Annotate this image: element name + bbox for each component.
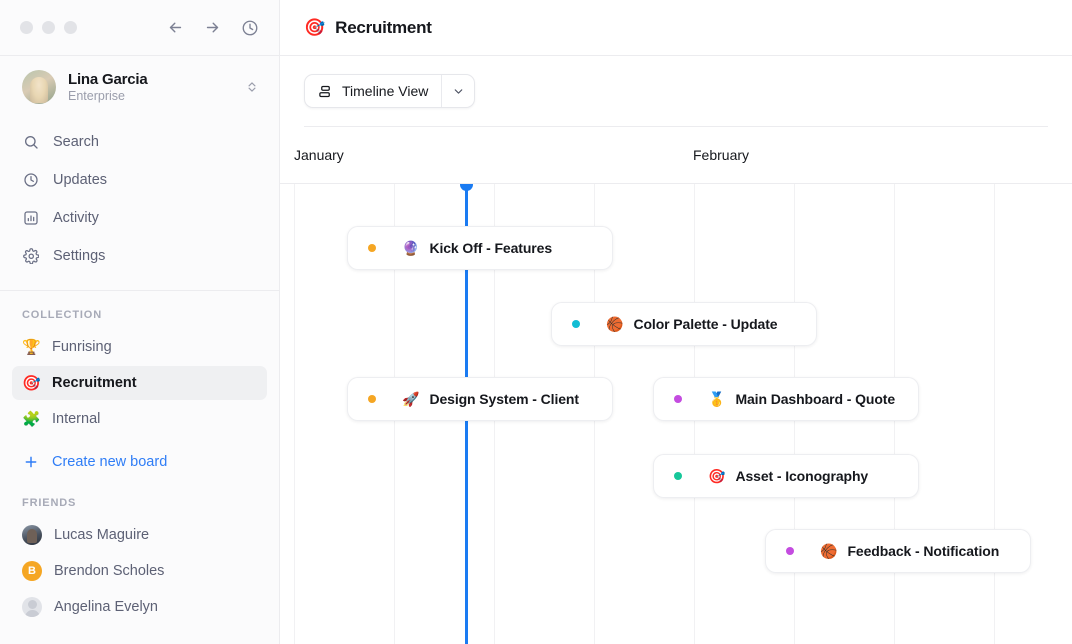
status-dot (368, 244, 376, 252)
account-plan: Enterprise (68, 89, 125, 103)
friends-section-title: FRIENDS (22, 497, 77, 509)
timeline-month-header: January February (280, 127, 1072, 183)
timeline-grid: 🔮 Kick Off - Features 🏀 Color Palette - … (280, 183, 1072, 644)
status-dot (368, 395, 376, 403)
friend-name: Angelina Evelyn (54, 599, 158, 615)
sidebar-item-activity[interactable]: Activity (12, 200, 267, 236)
month-label-january: January (294, 147, 344, 163)
sidebar-item-label: Updates (53, 172, 108, 188)
timeline-card[interactable]: 🎯 Asset - Iconography (653, 454, 919, 498)
medal-emoji: 🥇 (708, 391, 726, 407)
dart-emoji: 🎯 (22, 374, 41, 392)
account-name: Lina Garcia (68, 71, 148, 88)
timeline-card-label: Asset - Iconography (735, 468, 869, 484)
avatar-initial: B (22, 561, 42, 581)
board-header: 🎯 Recruitment (280, 0, 1072, 56)
board-label: Funrising (52, 339, 112, 355)
timeline-card-label: Feedback - Notification (847, 543, 1000, 559)
page-title: Recruitment (335, 17, 432, 37)
status-dot (674, 472, 682, 480)
create-new-board-button[interactable]: Create new board (12, 445, 267, 479)
board-label: Internal (52, 411, 101, 427)
clock-icon[interactable] (241, 19, 259, 37)
friend-name: Lucas Maguire (54, 527, 150, 543)
chevron-down-icon[interactable] (441, 75, 474, 107)
status-dot (674, 395, 682, 403)
timeline-card[interactable]: 🏀 Feedback - Notification (765, 529, 1031, 573)
gridline (294, 184, 295, 644)
friend-item-lucas-maguire[interactable]: Lucas Maguire (12, 518, 267, 552)
stacked-rows-icon (318, 84, 333, 99)
view-selector[interactable]: Timeline View (304, 74, 476, 108)
window-minimize-button[interactable] (42, 21, 55, 34)
status-dot (786, 547, 794, 555)
timeline-card[interactable]: 🏀 Color Palette - Update (551, 302, 817, 346)
sidebar-divider (0, 290, 279, 291)
timeline-card[interactable]: 🔮 Kick Off - Features (347, 226, 613, 270)
friend-item-brendon-scholes[interactable]: B Brendon Scholes (12, 554, 267, 588)
timeline-card-label: Kick Off - Features (429, 240, 553, 256)
avatar (22, 525, 42, 545)
traffic-lights[interactable] (20, 21, 77, 34)
toolbar-divider (304, 126, 1048, 127)
sidebar-item-updates[interactable]: Updates (12, 162, 267, 198)
dart-emoji: 🎯 (708, 468, 726, 484)
account-switcher[interactable]: Lina Garcia Enterprise (0, 56, 279, 120)
arrow-left-icon[interactable] (167, 19, 184, 36)
chevron-up-down-icon[interactable] (245, 78, 259, 96)
sidebar-item-internal[interactable]: 🧩 Internal (12, 402, 267, 436)
timeline-card-label: Design System - Client (429, 391, 579, 407)
friend-name: Brendon Scholes (54, 563, 165, 579)
rocket-emoji: 🚀 (402, 391, 420, 407)
avatar-placeholder (22, 597, 42, 617)
search-icon (22, 133, 40, 151)
gridline (994, 184, 995, 644)
avatar (22, 70, 56, 104)
basketball-emoji: 🏀 (820, 543, 838, 559)
month-label-february: February (693, 147, 750, 163)
crystal-ball-emoji: 🔮 (402, 240, 420, 256)
today-marker-dot[interactable] (460, 184, 473, 191)
collection-section-title: COLLECTION (22, 309, 102, 321)
gear-icon (22, 247, 40, 265)
timeline-card[interactable]: 🚀 Design System - Client (347, 377, 613, 421)
window-title-bar (0, 0, 279, 56)
sidebar-item-recruitment[interactable]: 🎯 Recruitment (12, 366, 267, 400)
toolbar: Timeline View (280, 56, 1072, 126)
timeline-card[interactable]: 🥇 Main Dashboard - Quote (653, 377, 919, 421)
timeline-card-label: Color Palette - Update (633, 316, 778, 332)
sidebar-item-label: Settings (53, 248, 106, 264)
sidebar-item-settings[interactable]: Settings (12, 238, 267, 274)
timeline-card-label: Main Dashboard - Quote (735, 391, 896, 407)
plus-icon (22, 454, 40, 470)
create-new-board-label: Create new board (52, 454, 168, 470)
arrow-right-icon[interactable] (204, 19, 221, 36)
primary-nav: Search Updates Activity Settings (0, 120, 279, 274)
bar-chart-icon (22, 209, 40, 227)
dart-emoji: 🎯 (304, 17, 326, 37)
status-dot (572, 320, 580, 328)
clock-icon (22, 171, 40, 189)
main-content: 🎯 Recruitment Timeline View January Febr… (280, 0, 1072, 644)
sidebar-item-label: Activity (53, 210, 99, 226)
window-close-button[interactable] (20, 21, 33, 34)
puzzle-piece-emoji: 🧩 (22, 410, 41, 428)
view-selector-main[interactable]: Timeline View (305, 75, 441, 107)
sidebar-item-label: Search (53, 134, 99, 150)
window-maximize-button[interactable] (64, 21, 77, 34)
board-label: Recruitment (52, 375, 137, 391)
view-selector-label: Timeline View (342, 83, 429, 99)
basketball-emoji: 🏀 (606, 316, 624, 332)
friend-item-angelina-evelyn[interactable]: Angelina Evelyn (12, 590, 267, 624)
trophy-emoji: 🏆 (22, 338, 41, 356)
sidebar-item-search[interactable]: Search (12, 124, 267, 160)
sidebar-item-funrising[interactable]: 🏆 Funrising (12, 330, 267, 364)
sidebar: Lina Garcia Enterprise Search Updates (0, 0, 280, 644)
